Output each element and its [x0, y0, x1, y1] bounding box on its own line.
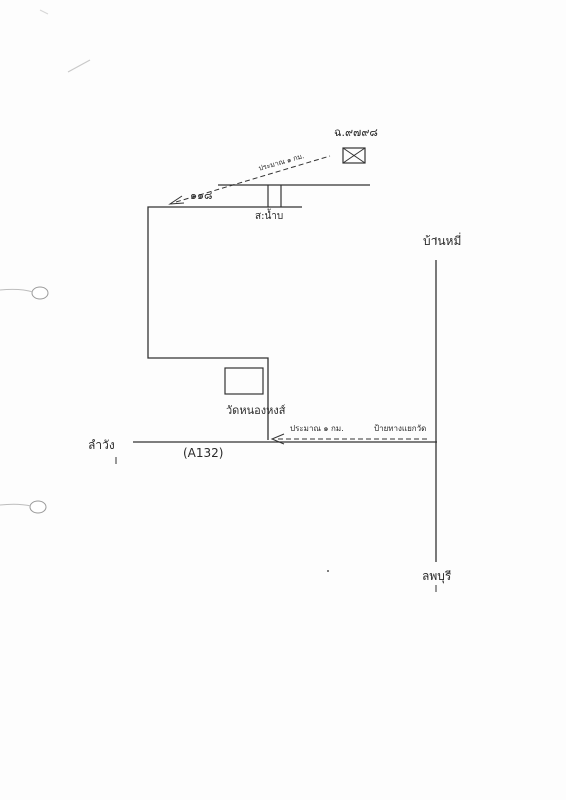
- plot-marker-icon: [342, 147, 366, 164]
- route-arrow-west: [168, 195, 185, 205]
- south-direction-label: ลพบุรี: [422, 569, 452, 583]
- route-arrow-east-tail: [270, 433, 285, 445]
- plot-code-label: ฉ.๙๗๙๘: [334, 126, 378, 139]
- north-direction-label: บ้านหมี่: [423, 234, 462, 248]
- local-road: [147, 206, 302, 440]
- road-turn-marker-label: ๑๑๘: [190, 189, 213, 202]
- distance-east-label: ประมาณ ๑ กม.: [290, 424, 344, 433]
- power-pole-label: ส:น้ำบ: [255, 211, 284, 222]
- west-direction-label: ลำวัง: [88, 438, 115, 452]
- power-pole-symbol: [267, 185, 282, 207]
- stray-dot: [327, 570, 329, 572]
- punch-holes: [0, 286, 49, 514]
- paper-crease: [39, 9, 91, 73]
- route-dashed-north: [175, 155, 331, 203]
- temple-label: วัดหนองหงส์: [226, 404, 286, 417]
- junction-sign-label: ป้ายทางแยกวัด: [374, 424, 427, 433]
- temple-building-icon: [224, 367, 264, 395]
- road-code-label: (A132): [183, 446, 224, 460]
